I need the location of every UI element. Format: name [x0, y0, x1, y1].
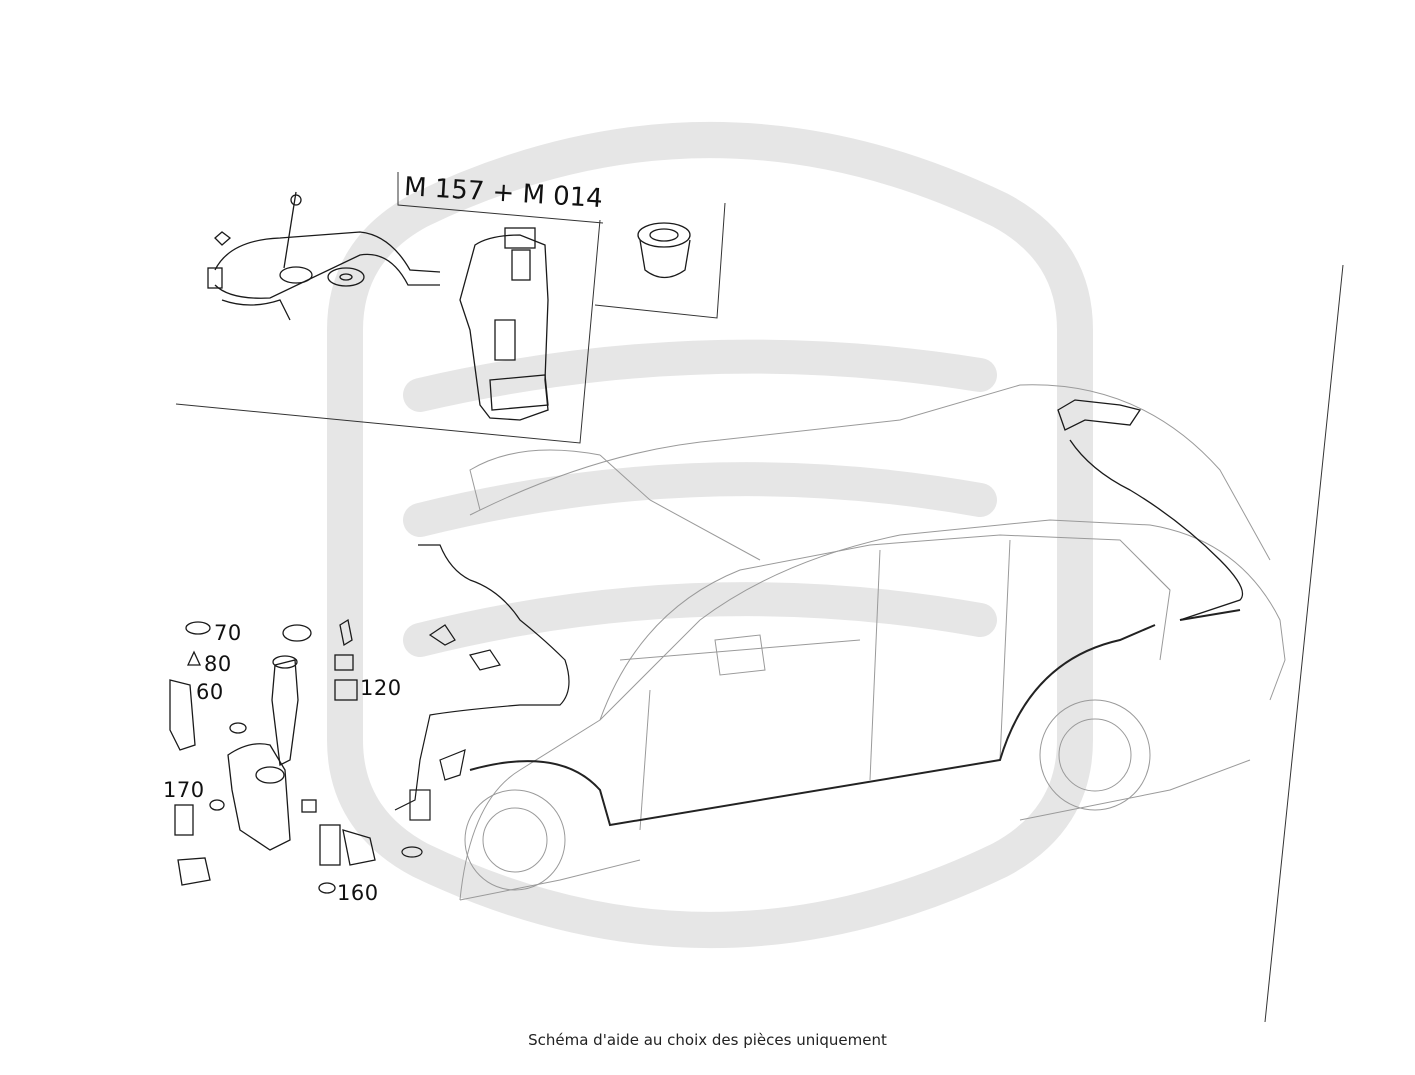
part-label-170[interactable]: 170 — [163, 778, 205, 802]
part-label-80[interactable]: 80 — [204, 652, 232, 676]
part-label-70[interactable]: 70 — [214, 621, 242, 645]
car-outline — [459, 384, 1286, 901]
reservoir-tank-top — [459, 227, 549, 421]
grommet-part — [637, 222, 691, 279]
lower-parts-group — [169, 618, 376, 894]
inset-frames — [175, 172, 1344, 1023]
wheel-arch-trim — [469, 609, 1241, 827]
part-label-160[interactable]: 160 — [337, 881, 379, 905]
part-label-60[interactable]: 60 — [196, 680, 224, 704]
watermark-logo-icon — [327, 122, 1093, 948]
wiring-harness — [394, 544, 570, 858]
hose-assembly — [207, 191, 441, 321]
rear-sensor-part — [1057, 399, 1244, 621]
part-label-120[interactable]: 120 — [360, 676, 402, 700]
diagram-caption: Schéma d'aide au choix des pièces unique… — [528, 1031, 887, 1049]
